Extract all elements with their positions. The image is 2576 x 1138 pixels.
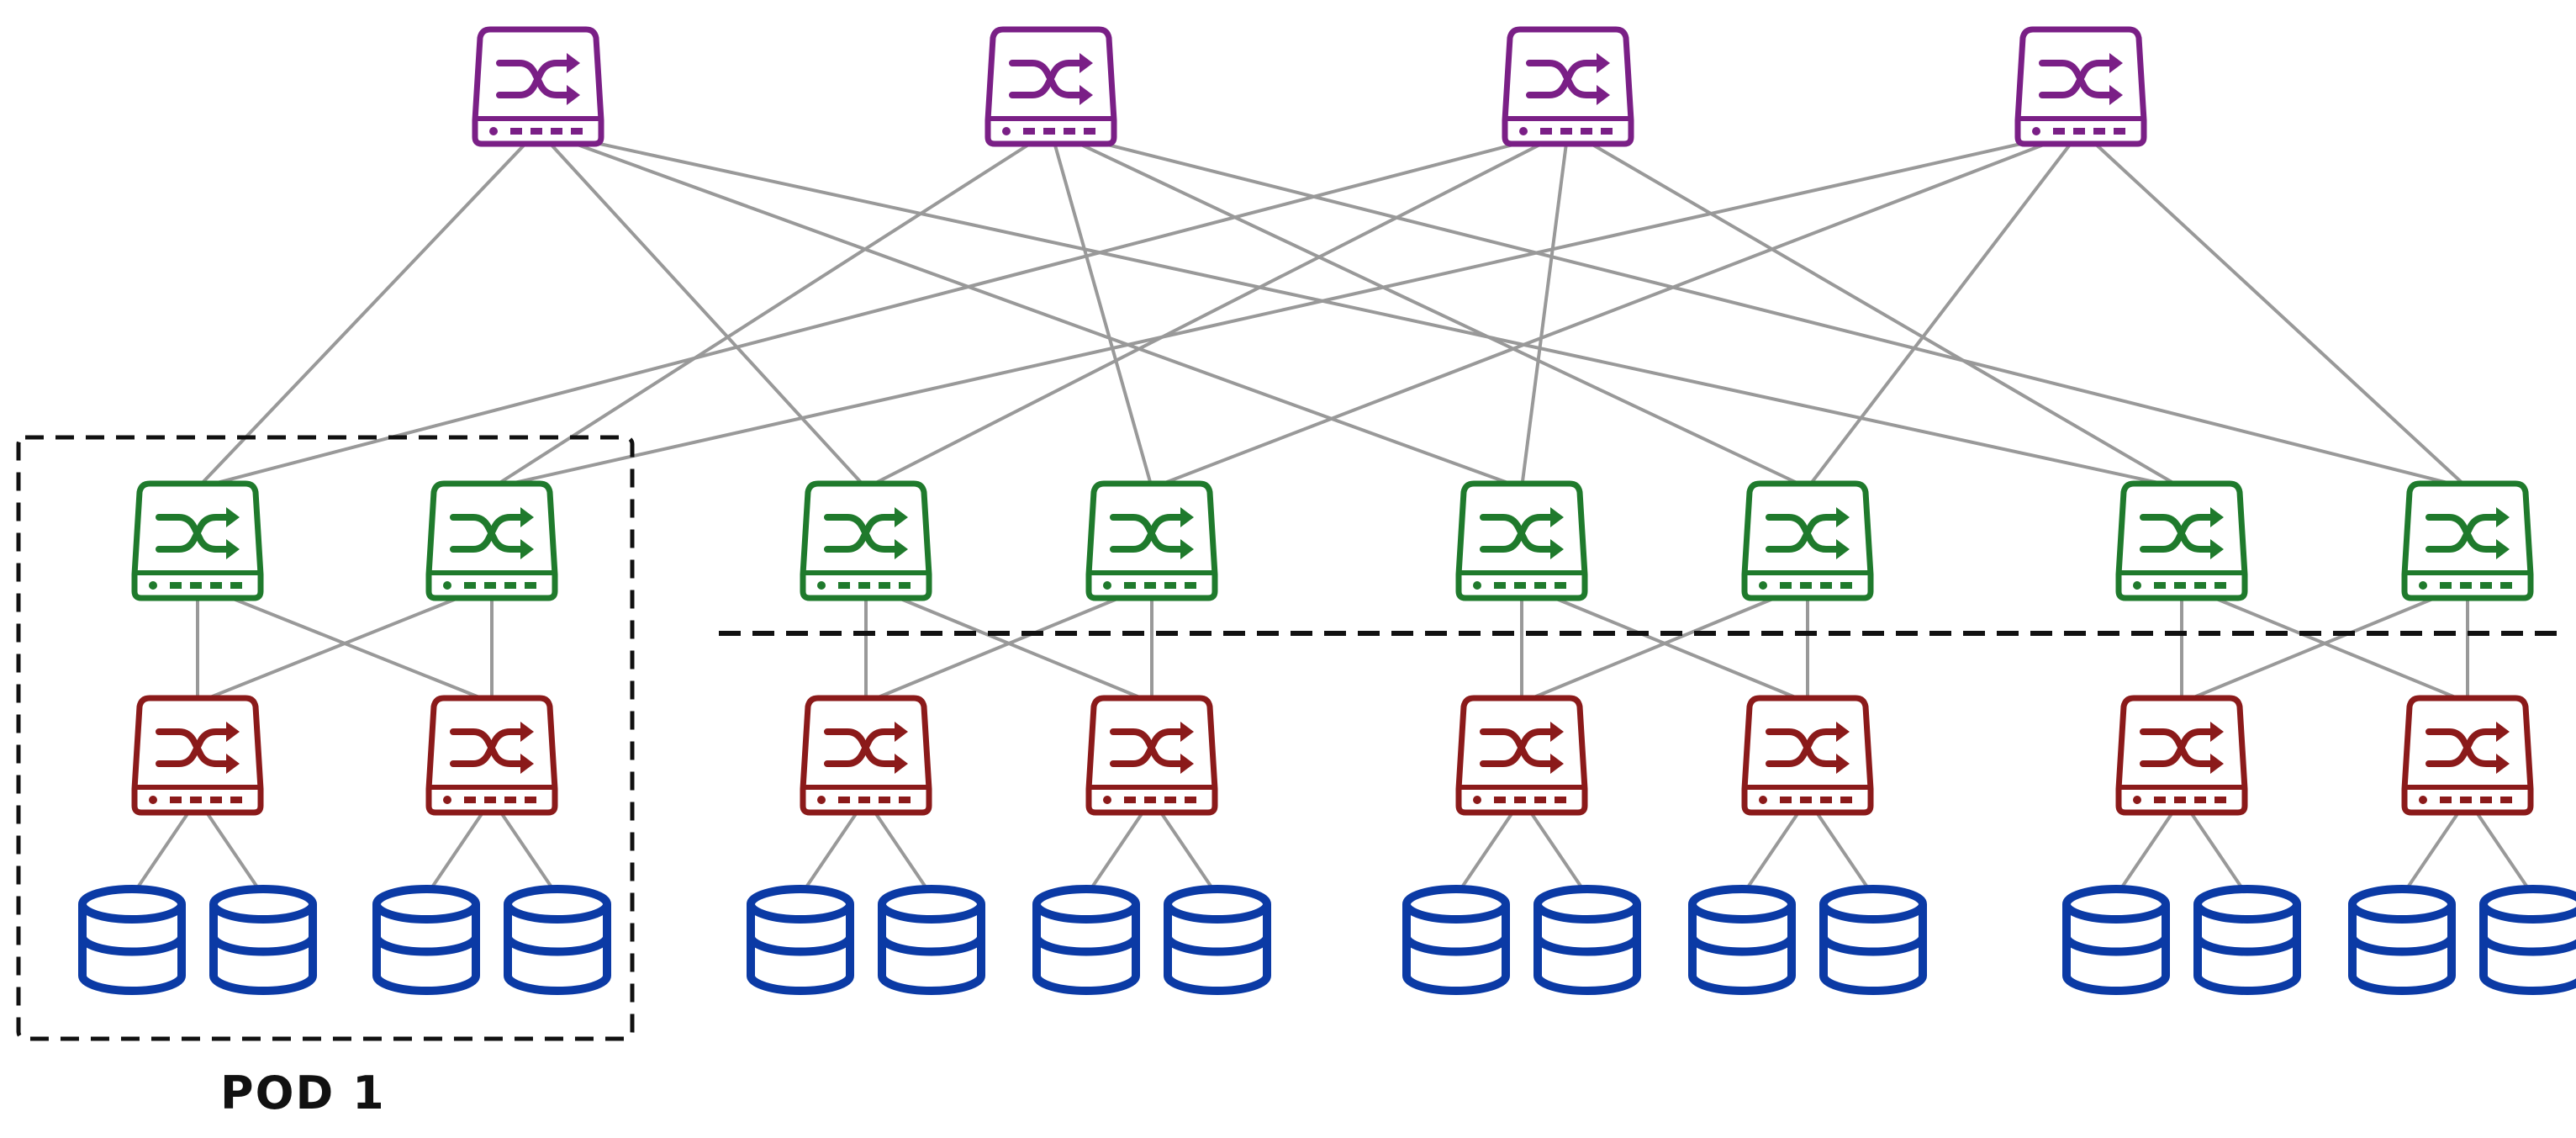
aggregation-switch <box>2115 480 2248 601</box>
agg-edge-link <box>197 583 493 704</box>
switch-icon <box>2140 722 2224 774</box>
switch-icon <box>1526 53 1610 105</box>
switch-icon <box>1480 507 1564 559</box>
core-agg-link <box>491 129 2082 490</box>
core-agg-link <box>1050 129 1808 490</box>
database-icon <box>78 885 186 995</box>
database-icon <box>2348 885 2456 995</box>
pod-1-label: POD 1 <box>220 1067 386 1119</box>
edge-switch <box>2115 695 2248 816</box>
database-icon <box>1533 885 1641 995</box>
core-agg-link <box>865 129 1569 490</box>
switch-icon <box>1009 53 1093 105</box>
switch-icon <box>1110 507 1194 559</box>
agg-edge-link <box>2181 583 2468 704</box>
edge-switch <box>800 695 932 816</box>
switch-icon <box>2140 507 2224 559</box>
database-icon <box>1402 885 1510 995</box>
links-layer <box>130 129 2535 897</box>
database-icon <box>1032 885 1140 995</box>
agg-edge-link <box>1521 583 1808 704</box>
switch-icon <box>496 53 580 105</box>
core-agg-link <box>536 129 868 490</box>
core-agg-link <box>1520 130 1570 489</box>
edge-switch <box>131 695 264 816</box>
core-switch <box>2014 26 2147 147</box>
edge-switch <box>1741 695 1874 816</box>
database-icon <box>1819 885 1927 995</box>
switch-icon <box>824 507 908 559</box>
core-agg-link <box>2079 129 2469 490</box>
core-switch <box>472 26 604 147</box>
core-agg-link <box>490 129 1053 490</box>
database-icon <box>747 885 854 995</box>
switch-icon <box>2039 53 2123 105</box>
core-agg-link <box>1050 129 2468 490</box>
switch-icon <box>156 507 240 559</box>
nodes-layer <box>78 26 2576 995</box>
aggregation-switch <box>1085 480 1218 601</box>
boundaries-layer <box>16 435 2564 1041</box>
core-agg-link <box>537 129 1523 490</box>
aggregation-switch <box>1455 480 1588 601</box>
switch-icon <box>2426 722 2510 774</box>
switch-icon <box>1480 722 1564 774</box>
aggregation-switch <box>800 480 932 601</box>
edge-switch <box>1085 695 1218 816</box>
aggregation-switch <box>2401 480 2534 601</box>
database-icon <box>1688 885 1796 995</box>
switch-icon <box>156 722 240 774</box>
database-icon <box>1164 885 1271 995</box>
aggregation-switch <box>425 480 558 601</box>
core-agg-link <box>196 129 540 490</box>
edge-switch <box>2401 695 2534 816</box>
database-icon <box>2193 885 2301 995</box>
switch-icon <box>1766 507 1850 559</box>
aggregation-switch <box>131 480 264 601</box>
core-agg-link <box>1806 129 2082 490</box>
switch-icon <box>2426 507 2510 559</box>
core-agg-link <box>1049 130 1153 489</box>
database-icon <box>372 885 480 995</box>
agg-edge-link <box>865 583 1153 704</box>
database-icon <box>504 885 611 995</box>
edge-switch <box>425 695 558 816</box>
switch-icon <box>450 507 534 559</box>
core-agg-link <box>197 129 1569 490</box>
switch-icon <box>824 722 908 774</box>
core-agg-link <box>537 129 2183 490</box>
core-agg-link <box>1566 129 2183 490</box>
switch-icon <box>1110 722 1194 774</box>
database-icon <box>2062 885 2170 995</box>
edge-switch <box>1455 695 1588 816</box>
database-icon <box>2479 885 2576 995</box>
core-switch <box>984 26 1117 147</box>
database-icon <box>878 885 985 995</box>
core-agg-link <box>1151 129 2082 490</box>
aggregation-switch <box>1741 480 1874 601</box>
switch-icon <box>1766 722 1850 774</box>
core-switch <box>1502 26 1634 147</box>
database-icon <box>209 885 317 995</box>
switch-icon <box>450 722 534 774</box>
